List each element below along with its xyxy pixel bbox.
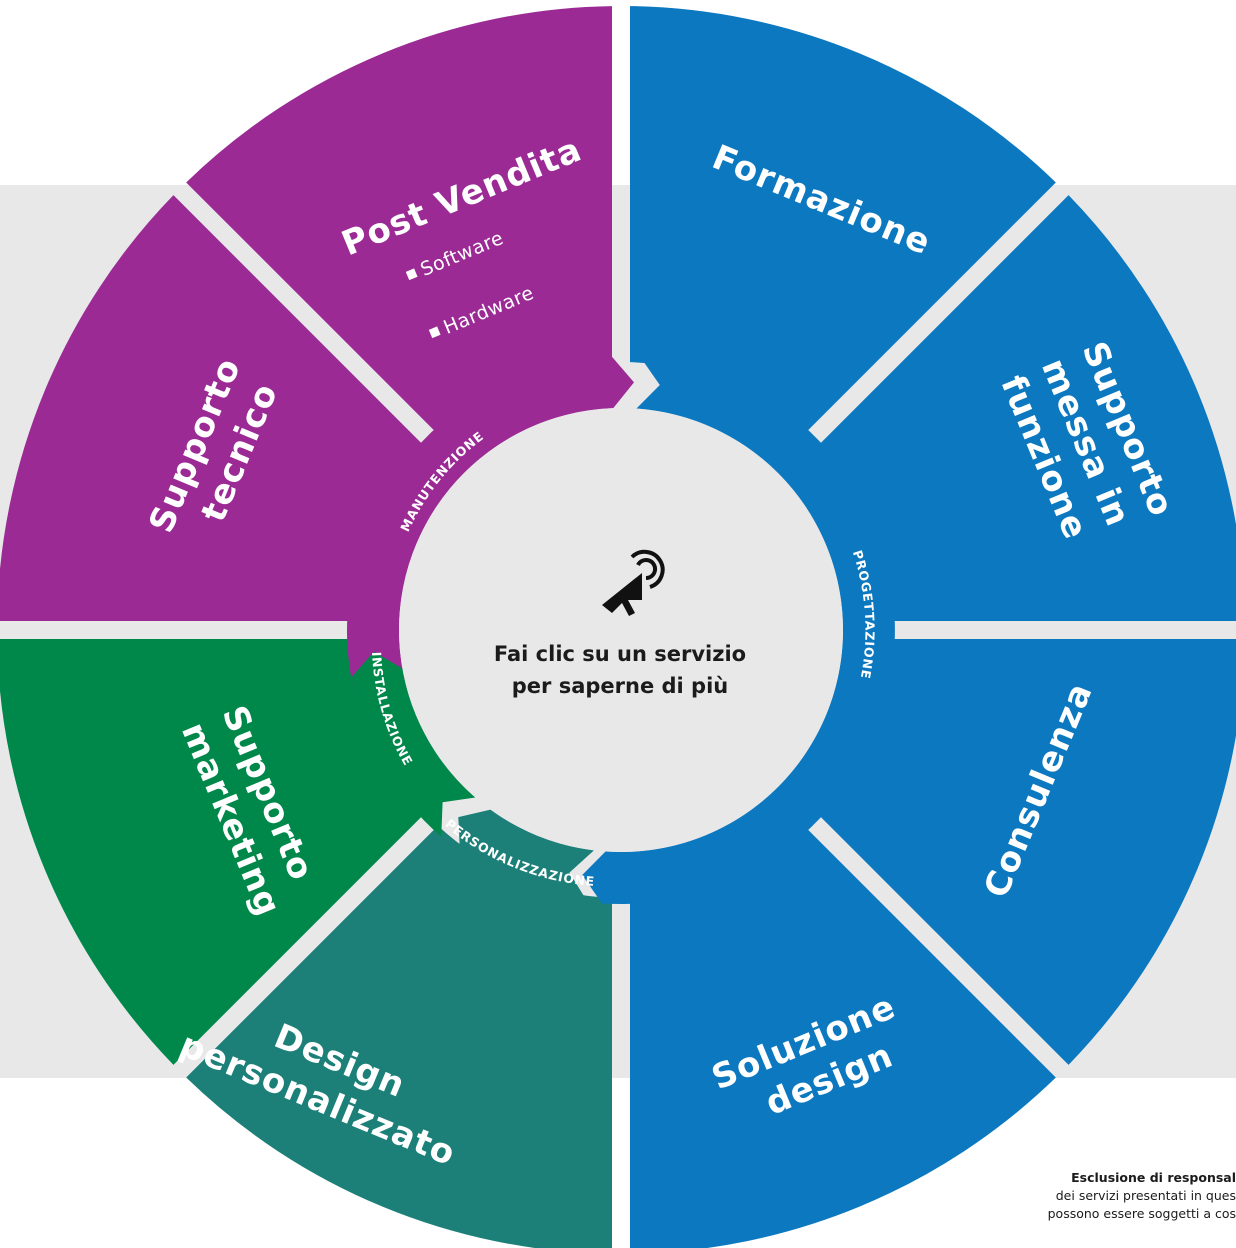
segment-design-personalizzato[interactable]	[186, 825, 612, 1248]
disclaimer: Esclusione di responsal dei servizi pres…	[966, 1169, 1236, 1223]
segment-supporto-marketing[interactable]	[0, 639, 426, 1065]
ring-arc-progettazione[interactable]	[582, 356, 895, 904]
disclaimer-line: dei servizi presentati in ques	[1055, 1188, 1236, 1203]
disclaimer-title: Esclusione di responsal	[1071, 1170, 1236, 1185]
hub-instruction-line: Fai clic su un servizio	[493, 642, 747, 666]
hub-instruction: Fai clic su un servizio per saperne di p…	[440, 638, 800, 702]
segment-supporto-tecnico[interactable]	[0, 195, 426, 621]
ring-arc-personalizzazione[interactable]	[458, 809, 594, 902]
hub-instruction-line: per saperne di più	[511, 674, 729, 698]
segment-soluzione-design[interactable]	[630, 825, 1056, 1248]
ring-arc-installazione[interactable]	[351, 651, 476, 837]
disclaimer-line: possono essere soggetti a cos	[1047, 1206, 1236, 1221]
segment-post-vendita[interactable]	[186, 6, 612, 435]
tap-cursor-icon	[602, 549, 665, 616]
segment-formazione[interactable]	[630, 6, 1056, 435]
segment-supporto-messa-in-funzione[interactable]	[816, 195, 1236, 621]
segment-consulenza[interactable]	[816, 639, 1236, 1065]
hub-circle	[399, 408, 843, 852]
